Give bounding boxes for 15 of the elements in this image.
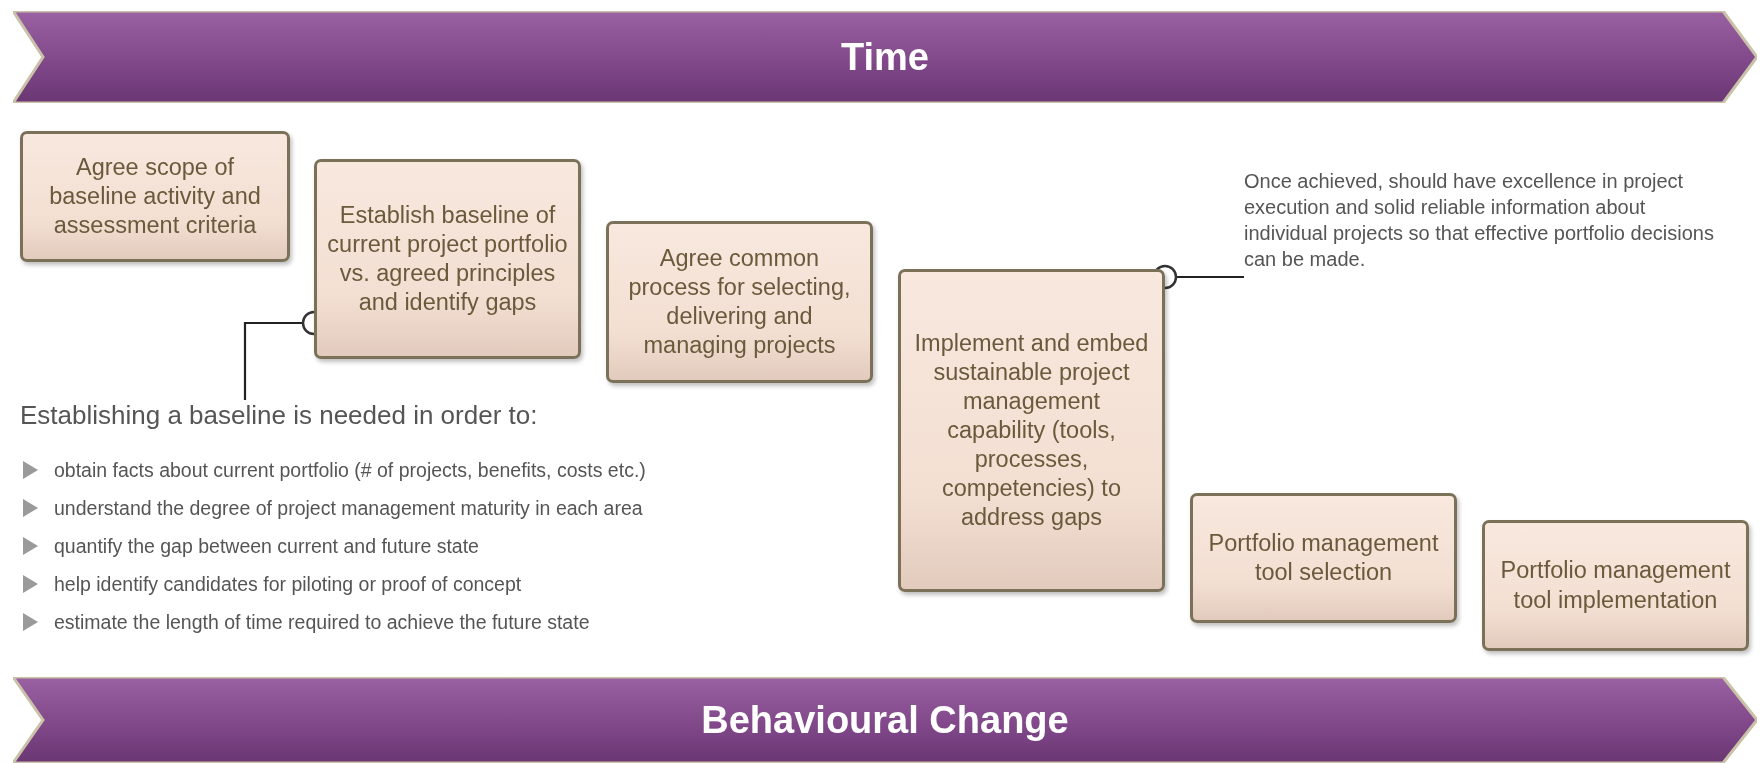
bullet-text: understand the degree of project management maturity in each area	[54, 496, 643, 520]
band-title: Time	[841, 35, 929, 79]
process-box: Agree scope of baseline activity and assessment criteria	[20, 131, 290, 262]
bullet-text: help identify candidates for piloting or proof of concept	[54, 572, 522, 596]
process-box: Agree common process for selecting, delivering and managing projects	[606, 221, 873, 383]
band-title: Behavioural Change	[701, 698, 1069, 742]
note-text: Once achieved, should have excellence in project execution and solid reliable information about individual projects so that effective portfolio decisions can be made.	[1244, 169, 1715, 272]
bullet-text: quantify the gap between current and future state	[54, 534, 479, 558]
process-box: Establish baseline of current project portfolio vs. agreed principles and identify gaps	[314, 159, 581, 359]
note-heading: Establishing a baseline is needed in order to:	[20, 400, 539, 431]
bullet-text: obtain facts about current portfolio (# of projects, benefits, costs etc.)	[54, 458, 646, 482]
process-box: Portfolio management tool implementation	[1482, 520, 1749, 651]
process-box: Portfolio management tool selection	[1190, 493, 1457, 623]
bullet-text: estimate the length of time required to achieve the future state	[54, 610, 590, 634]
process-box: Implement and embed sustainable project management capability (tools, processes, competencies) to address gaps	[898, 269, 1165, 592]
